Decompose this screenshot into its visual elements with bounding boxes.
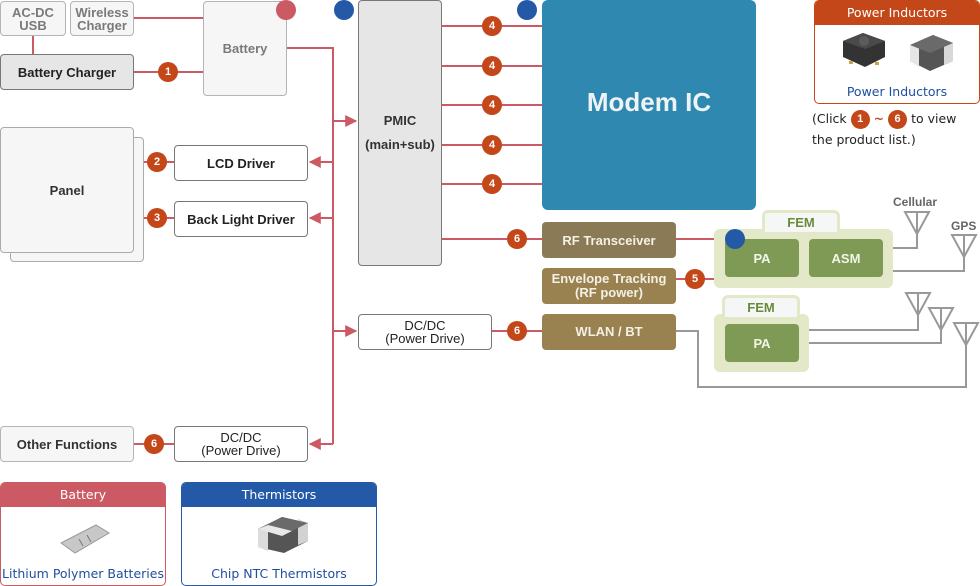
chip-ntc-thermistor-image <box>258 517 308 553</box>
note-badge-to: 6 <box>888 110 908 129</box>
wlan-bt-block: WLAN / BT <box>542 314 676 350</box>
lithium-polymer-batteries-link[interactable]: Lithium Polymer Batteries <box>2 566 164 581</box>
battery-marker <box>276 0 296 20</box>
power-inductors-link[interactable]: Power Inductors <box>846 84 948 99</box>
thermistors-header: Thermistors <box>182 483 376 507</box>
envelope-tracking-block: Envelope Tracking (RF power) <box>542 268 676 304</box>
wireless-charger-line1: Wireless <box>75 4 129 20</box>
other-functions-label: Other Functions <box>16 436 118 452</box>
note-suffix: to view the product list.) <box>812 111 957 147</box>
lithium-polymer-battery-image <box>60 524 110 554</box>
envelope-tracking-sublabel: (RF power) <box>575 285 643 300</box>
thermistor-marker-pa <box>725 229 745 249</box>
badge-modem-rail-3[interactable]: 4 <box>482 95 502 115</box>
back-light-driver-label: Back Light Driver <box>187 211 295 227</box>
asm-block: ASM <box>809 239 883 277</box>
wireless-charger-block: Wireless Charger <box>70 1 134 36</box>
thermistor-marker-pmic <box>334 0 354 20</box>
asm-label: ASM <box>831 250 861 266</box>
badge-rf-transceiver[interactable]: 6 <box>507 229 527 249</box>
wireless-charger-line2: Charger <box>77 17 127 33</box>
battery-card[interactable]: Battery Lithium Polymer Batteries <box>0 482 166 586</box>
dcdc-mid-label: DC/DC <box>404 318 446 333</box>
envelope-tracking-label: Envelope Tracking <box>551 271 667 286</box>
antenna-cellular-label: Cellular <box>893 195 938 209</box>
fem-cellular-tab: FEM <box>762 210 840 232</box>
pa-cellular-label: PA <box>753 250 771 266</box>
lcd-driver-block: LCD Driver <box>174 145 308 181</box>
thermistor-marker-modem <box>517 0 537 20</box>
panel-block: Panel <box>0 127 134 253</box>
dcdc-bottom-block: DC/DC (Power Drive) <box>174 426 308 462</box>
badge-back-light-driver[interactable]: 3 <box>147 208 167 228</box>
dcdc-mid-block: DC/DC (Power Drive) <box>358 314 492 350</box>
battery-label: Battery <box>222 41 268 56</box>
antenna-wlan-3-icon <box>952 322 980 348</box>
note-badge-from: 1 <box>850 110 870 129</box>
badge-lcd-driver[interactable]: 2 <box>147 152 167 172</box>
note-tilde: ~ <box>873 111 885 126</box>
rf-line-wlan-3 <box>676 330 967 388</box>
panel-label: Panel <box>49 182 85 198</box>
rf-transceiver-block: RF Transceiver <box>542 222 676 258</box>
fem-wlan-label: FEM <box>747 300 775 315</box>
badge-modem-rail-1[interactable]: 4 <box>482 16 502 36</box>
badge-other-functions[interactable]: 6 <box>144 434 164 454</box>
badge-modem-rail-5[interactable]: 4 <box>482 174 502 194</box>
badge-envelope-tracking[interactable]: 5 <box>685 269 705 289</box>
acdc-usb-line2: USB <box>19 17 47 33</box>
pmic-sublabel: (main+sub) <box>365 137 435 152</box>
wire-battery-bus <box>287 47 334 444</box>
rf-line-wlan-1 <box>809 305 919 331</box>
pa-wlan-block: PA <box>725 324 799 362</box>
pmic-label: PMIC <box>383 113 417 128</box>
wlan-bt-label: WLAN / BT <box>575 324 643 339</box>
antenna-gps-label: GPS <box>951 219 977 233</box>
fem-cellular-label: FEM <box>787 215 815 230</box>
antenna-wlan-1-icon <box>904 292 932 318</box>
other-functions-block: Other Functions <box>0 426 134 462</box>
battery-block: Battery <box>203 1 287 96</box>
dcdc-bottom-sublabel: (Power Drive) <box>201 443 281 458</box>
antenna-gps-icon <box>950 234 978 260</box>
thermistors-card[interactable]: Thermistors Chip NTC Thermistors <box>181 482 377 586</box>
note-prefix: (Click <box>812 111 847 126</box>
fem-wlan-tab: FEM <box>722 295 800 317</box>
power-inductors-card[interactable]: Power Inductors Power Inductors <box>814 0 980 104</box>
antenna-wlan-2-icon <box>927 307 955 333</box>
battery-charger-block: Battery Charger <box>0 54 134 90</box>
modem-ic-block: Modem IC <box>542 0 756 210</box>
pmic-block: PMIC (main+sub) <box>358 0 442 266</box>
modem-ic-label: Modem IC <box>586 86 712 117</box>
badge-modem-rail-2[interactable]: 4 <box>482 56 502 76</box>
battery-charger-label: Battery Charger <box>17 64 117 80</box>
back-light-driver-block: Back Light Driver <box>174 201 308 237</box>
badge-modem-rail-4[interactable]: 4 <box>482 135 502 155</box>
instruction-note: (Click 1 ~ 6 to view the product list.) <box>812 108 980 150</box>
badge-battery-charger[interactable]: 1 <box>158 62 178 82</box>
antenna-cellular-icon <box>903 211 931 237</box>
dcdc-bottom-label: DC/DC <box>220 430 262 445</box>
rf-transceiver-label: RF Transceiver <box>562 232 656 248</box>
acdc-usb-line1: AC-DC <box>12 4 54 20</box>
pa-wlan-label: PA <box>753 335 771 351</box>
lcd-driver-label: LCD Driver <box>207 155 275 171</box>
badge-wlan-bt[interactable]: 6 <box>507 321 527 341</box>
power-inductor-image <box>843 33 953 71</box>
power-inductors-header: Power Inductors <box>815 1 979 25</box>
dcdc-mid-sublabel: (Power Drive) <box>385 331 465 346</box>
chip-ntc-thermistors-link[interactable]: Chip NTC Thermistors <box>211 566 347 581</box>
battery-card-header: Battery <box>1 483 165 507</box>
acdc-usb-block: AC-DC USB <box>0 1 66 36</box>
